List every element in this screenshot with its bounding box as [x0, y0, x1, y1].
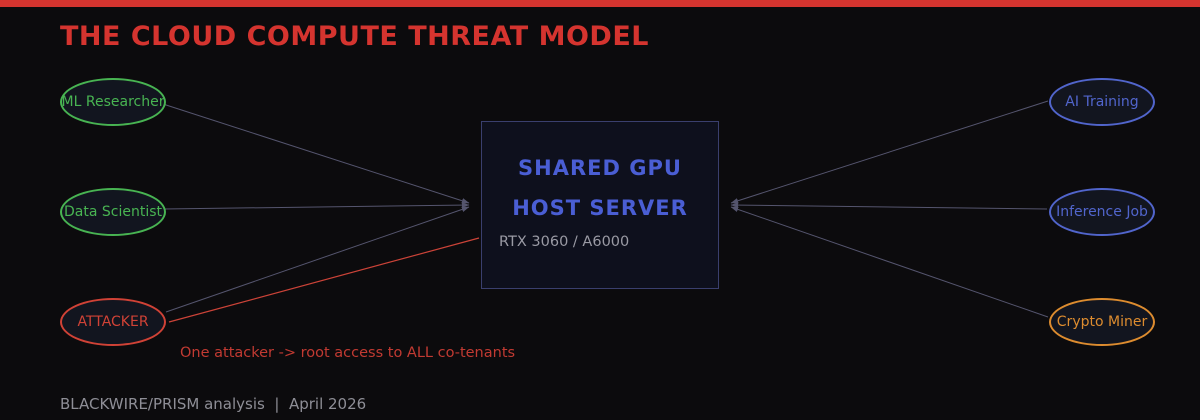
node-crypto-miner: Crypto Miner [1049, 298, 1155, 346]
edge-inference-job-to-server [730, 202, 1048, 210]
edge-ai-training-to-server [730, 100, 1049, 204]
server-title-line2: HOST SERVER [512, 196, 688, 220]
edge-data-scientist-to-server [163, 202, 470, 210]
attack-path-line [168, 237, 480, 323]
node-label: Crypto Miner [1056, 314, 1148, 330]
node-data-scientist: Data Scientist [60, 188, 166, 236]
node-label: Inference Job [1056, 204, 1148, 220]
edge-crypto-miner-to-server [730, 206, 1049, 318]
node-label: Data Scientist [64, 204, 162, 220]
node-label: ML Researcher [61, 94, 165, 110]
server-title-line1: SHARED GPU [518, 156, 682, 180]
node-label: ATTACKER [77, 314, 149, 330]
edge-attacker-to-server [165, 206, 470, 313]
attack-annotation: One attacker -> root access to ALL co-te… [180, 345, 516, 361]
top-accent-bar [0, 0, 1200, 7]
footer-text: BLACKWIRE/PRISM analysis | April 2026 [60, 395, 367, 413]
node-attacker: ATTACKER [60, 298, 166, 346]
shared-gpu-host-server-box: SHARED GPU HOST SERVER RTX 3060 / A6000 [481, 121, 719, 289]
edge-ml-researcher-to-server [162, 103, 470, 204]
node-inference-job: Inference Job [1049, 188, 1155, 236]
node-ml-researcher: ML Researcher [60, 78, 166, 126]
node-label: AI Training [1065, 94, 1139, 110]
node-ai-training: AI Training [1049, 78, 1155, 126]
server-subtitle: RTX 3060 / A6000 [499, 234, 630, 250]
page-title: THE CLOUD COMPUTE THREAT MODEL [60, 21, 649, 52]
